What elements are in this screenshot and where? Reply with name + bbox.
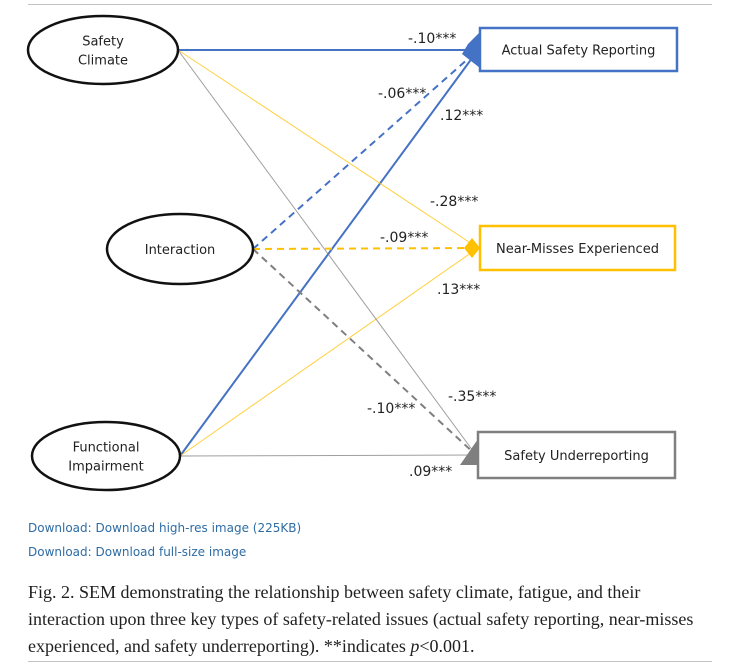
path-fi-to-su [179, 454, 477, 457]
box-label-asr: Actual Safety Reporting [502, 44, 656, 59]
coef-sc-asr: -.10*** [408, 31, 456, 47]
node-asr: Actual Safety Reporting [478, 26, 679, 73]
ellipse-fi [30, 420, 182, 492]
box-label-nme: Near-Misses Experienced [496, 242, 659, 257]
coef-fi-su: .09*** [409, 464, 452, 480]
node-label-sc: Safety [82, 35, 124, 50]
path-fi-to-asr [179, 49, 479, 457]
arrowhead-su [460, 439, 478, 465]
download-full-size-link[interactable]: Download: Download full-size image [28, 545, 247, 559]
top-divider [28, 4, 712, 5]
path-int-to-asr [252, 49, 479, 250]
coef-int-nme: -.09*** [380, 230, 428, 246]
coef-fi-nme: .13*** [437, 282, 480, 298]
coef-sc-su: -.35*** [448, 389, 496, 405]
box-nme [478, 224, 677, 272]
path-fi-to-nme [179, 247, 479, 457]
ellipse-int [105, 212, 255, 286]
box-su [476, 430, 677, 480]
node-int: Interaction [105, 212, 255, 286]
path-int-to-nme [252, 247, 479, 250]
ellipse-sc [26, 14, 180, 86]
arrowhead-asr [462, 32, 480, 68]
node-label-int: Interaction [145, 243, 216, 258]
box-asr [478, 26, 679, 73]
node-nme: Near-Misses Experienced [478, 224, 677, 272]
coef-int-su: -.10*** [367, 401, 415, 417]
node-su: Safety Underreporting [476, 430, 677, 480]
path-sc-to-su [177, 49, 477, 456]
arrowhead-nme [464, 238, 480, 258]
box-label-su: Safety Underreporting [504, 449, 649, 464]
node-label-fi: Functional [73, 441, 140, 456]
figure-caption: Fig. 2. SEM demonstrating the relationsh… [28, 579, 698, 660]
node-label-fi: Impairment [68, 460, 143, 475]
bottom-divider [28, 661, 712, 662]
coef-sc-nme: -.28*** [430, 194, 478, 210]
sem-diagram: SafetyClimateInteractionFunctionalImpair… [26, 14, 679, 492]
path-sc-to-nme [177, 49, 479, 249]
coef-int-asr: -.06*** [378, 86, 426, 102]
path-int-to-su [252, 248, 477, 456]
node-label-sc: Climate [78, 54, 128, 69]
caption-suffix: <0.001. [419, 636, 475, 656]
download-high-res-link[interactable]: Download: Download high-res image (225KB… [28, 521, 302, 535]
caption-p-italic: p [410, 636, 420, 656]
caption-text: Fig. 2. SEM demonstrating the relationsh… [28, 582, 694, 656]
coef-fi-asr: .12*** [440, 108, 483, 124]
